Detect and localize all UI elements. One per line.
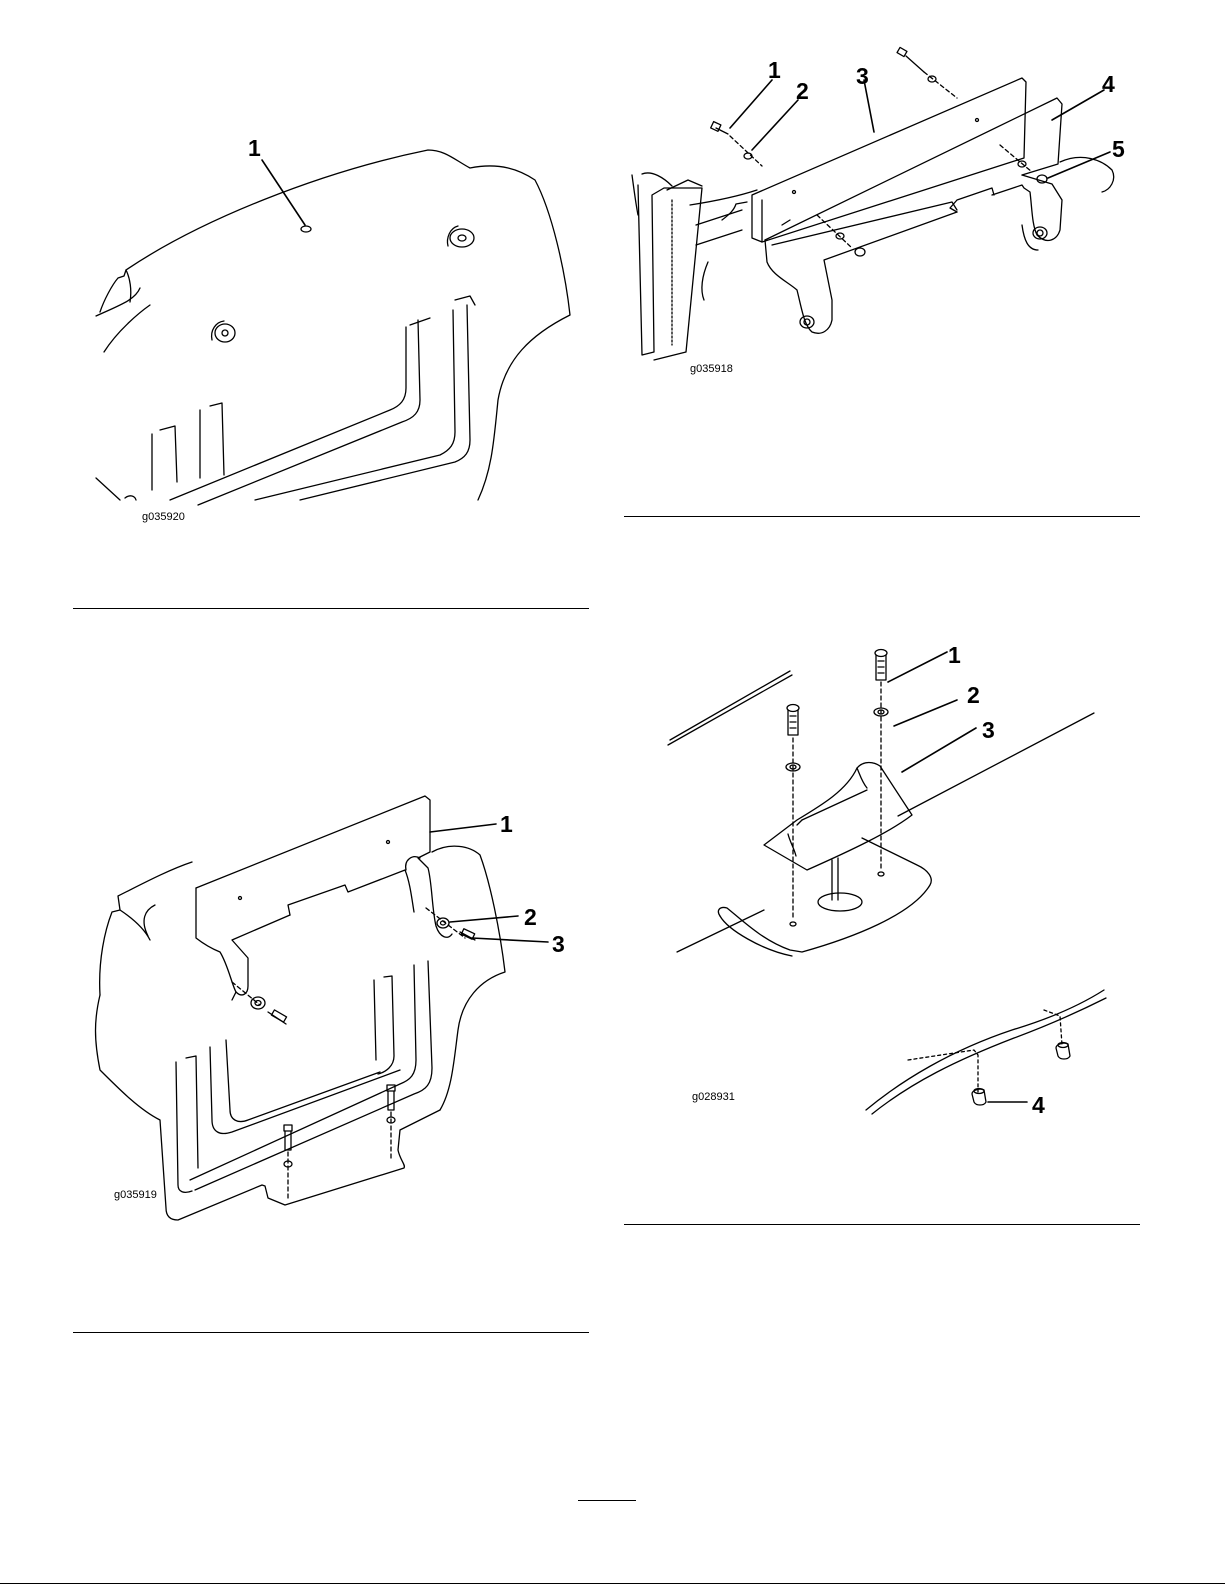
figure-id: g035920 bbox=[142, 512, 185, 523]
page-bottom-border bbox=[0, 1583, 1225, 1584]
page-number-rule bbox=[578, 1500, 636, 1501]
callout-2: 2 bbox=[524, 906, 537, 929]
figure-divider bbox=[624, 1224, 1140, 1225]
figure-g035919: 1 2 3 g035919 bbox=[0, 620, 612, 1340]
callout-1: 1 bbox=[948, 644, 961, 667]
figure-id: g035918 bbox=[690, 364, 733, 375]
figure-divider bbox=[624, 516, 1140, 517]
figure-divider bbox=[73, 1332, 589, 1333]
figure-id: g028931 bbox=[692, 1092, 735, 1103]
callout-1: 1 bbox=[500, 813, 513, 836]
figure-g035920: 1 g035920 bbox=[0, 0, 612, 612]
callout-1: 1 bbox=[768, 59, 781, 82]
figure-g028931: 1 2 3 4 g028931 bbox=[612, 620, 1225, 1230]
callout-2: 2 bbox=[967, 684, 980, 707]
figure-g035918: 1 2 3 4 5 g035918 bbox=[612, 0, 1225, 520]
figure-id: g035919 bbox=[114, 1190, 157, 1201]
callout-3: 3 bbox=[856, 65, 869, 88]
callout-5: 5 bbox=[1112, 138, 1125, 161]
callout-4: 4 bbox=[1102, 73, 1115, 96]
bracket-install-illustration bbox=[0, 620, 612, 1340]
mount-block-illustration bbox=[612, 620, 1225, 1230]
hood-panel-illustration bbox=[0, 0, 612, 612]
callout-4: 4 bbox=[1032, 1094, 1045, 1117]
callout-1: 1 bbox=[248, 137, 261, 160]
callout-2: 2 bbox=[796, 80, 809, 103]
callout-3: 3 bbox=[982, 719, 995, 742]
callout-3: 3 bbox=[552, 933, 565, 956]
plate-assembly-illustration bbox=[612, 0, 1225, 520]
figure-divider bbox=[73, 608, 589, 609]
